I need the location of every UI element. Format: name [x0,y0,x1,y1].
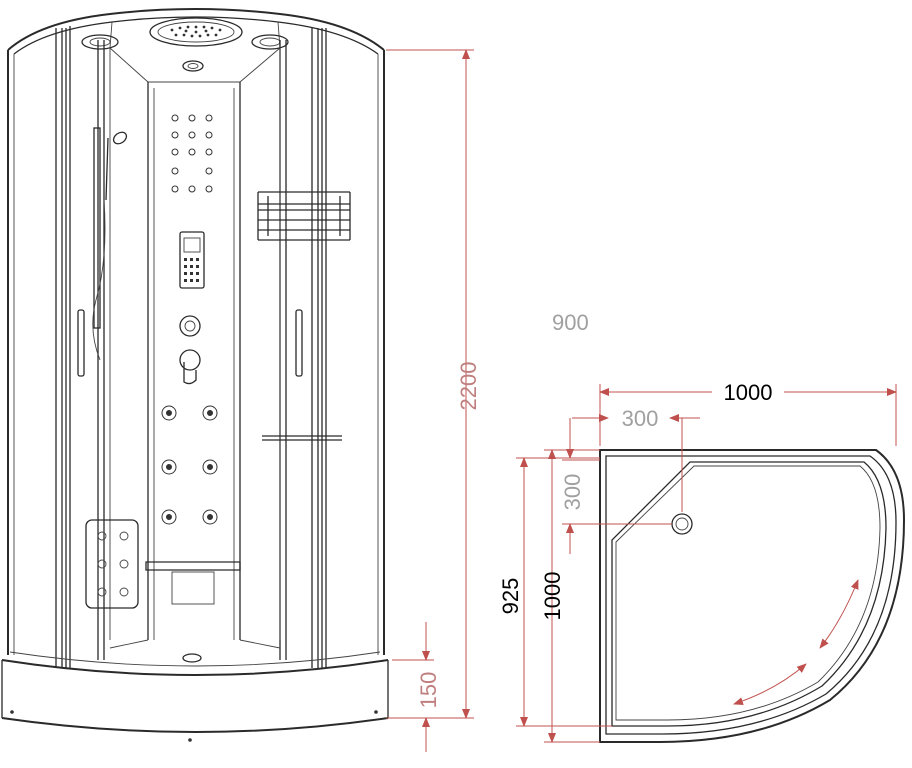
door-handle-right-icon [295,309,303,377]
back-panel [109,48,281,649]
dimension-drain-offset-x: 300 [572,406,700,512]
dim-text-1000-depth: 1000 [540,572,565,621]
shelves-icon [257,191,351,241]
dimension-tray-height: 150 [392,622,441,752]
glass-door-frames [55,26,327,668]
diverter-knob-icon [179,315,201,337]
dim-text-925: 925 [498,578,523,615]
drain-front-icon [182,653,202,663]
roof-speaker-icon [182,60,204,72]
plan-drain-icon [671,513,693,535]
dim-text-900: 900 [552,310,589,335]
dim-text-2200: 2200 [456,362,481,411]
front-elevation [1,8,389,742]
plan-basin [611,461,887,727]
dimension-plan-depth: 925 1000 [498,449,612,743]
mixer-valve-icon [179,349,201,385]
dim-text-300-y: 300 [560,474,585,511]
plan-sliding-door-arrows [733,579,859,705]
hand-shower-rail-icon [92,127,128,361]
dimension-height: 2200 [386,49,481,719]
dim-text-1000-width: 1000 [724,380,773,405]
dim-text-150: 150 [416,672,441,709]
control-panel-icon [179,231,205,289]
roof-light-right-icon [251,34,289,50]
seat-icon [145,561,241,605]
cabin-roof [7,8,385,51]
towel-bar-icon [262,435,342,441]
body-jets-upper [171,114,213,193]
foot-massager-icon [85,519,139,609]
roof-light-left-icon [81,34,119,50]
massage-jets [161,405,218,525]
plan-view [599,449,906,743]
shower-tray-base [1,651,389,742]
door-handle-left-icon [77,309,85,377]
plan-tray-outer [599,449,906,743]
dimension-drain-offset-y: 300 [560,418,672,554]
rain-shower-head-icon [149,17,243,47]
dim-text-300-x: 300 [622,406,659,431]
